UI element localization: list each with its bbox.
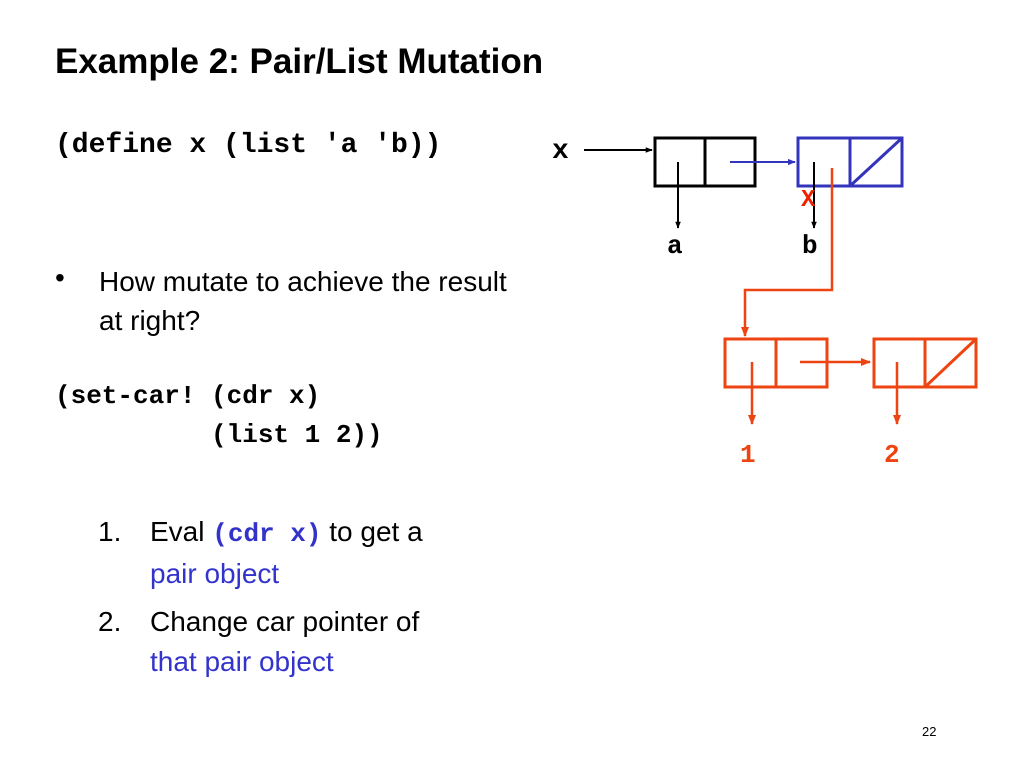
step-1: 1. Eval (cdr x) to get a pair object [98,512,518,594]
define-code: (define x (list 'a 'b)) [55,130,442,161]
step-number: 1. [98,516,122,547]
steps-list: 1. Eval (cdr x) to get a pair object 2. … [98,512,518,690]
step-code: (cdr x) [212,519,322,549]
slide-title: Example 2: Pair/List Mutation [55,42,544,81]
symbol-b-label: b [802,231,818,261]
bullet-text: How mutate to achieve the result at righ… [99,266,507,336]
pointer-arrow-new-car [741,168,834,337]
setcar-line-2: (list 1 2)) [55,420,383,450]
step-text-post: to get a [321,516,423,547]
setcar-code: (set-car! (cdr x) (list 1 2)) [55,377,383,455]
step-text-pre: Eval [150,516,213,547]
removed-pointer-mark: X [801,187,816,214]
null-slash [923,337,978,389]
step-highlight: that pair object [150,646,334,677]
setcar-line-1: (set-car! (cdr x) [55,381,321,411]
step-number: 2. [98,606,122,637]
value-1-label: 1 [740,440,756,470]
value-2-label: 2 [884,440,900,470]
null-slash [848,136,904,188]
page-number: 22 [922,724,937,739]
symbol-a-label: a [667,231,683,261]
step-2: 2. Change car pointer of that pair objec… [98,602,518,682]
step-highlight: pair object [150,558,280,589]
variable-x-label: x [552,136,569,167]
step-text-pre: Change car pointer of [150,606,420,637]
bullet-dot: • [55,262,65,293]
